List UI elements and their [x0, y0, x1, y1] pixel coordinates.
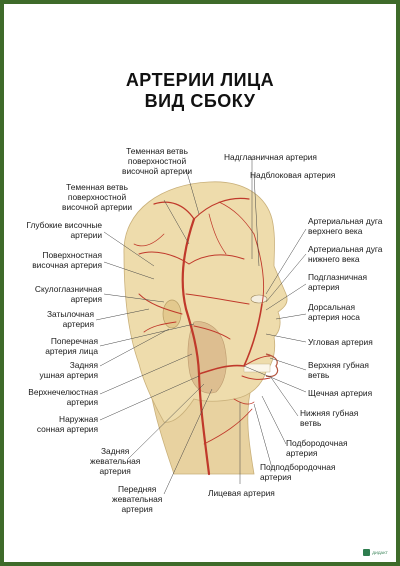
label-supratrochlear: Надблоковая артерия	[250, 170, 336, 180]
title-line-1: АРТЕРИИ ЛИЦА	[125, 70, 275, 90]
leader-lines	[95, 157, 307, 495]
title-line-2: ВИД СБОКУ	[144, 91, 256, 111]
label-facial: Лицевая артерия	[208, 488, 275, 498]
label-buccal: Щечная артерия	[308, 388, 373, 398]
logo-text: ДИДАКТ	[372, 549, 388, 555]
eye	[250, 294, 268, 304]
lips	[265, 353, 279, 377]
poster-title: АРТЕРИИ ЛИЦА ВИД СБОКУ	[4, 70, 396, 112]
label-angular: Угловая артерия	[308, 337, 373, 347]
label-supraorbital: Надглазничная артерия	[224, 152, 317, 162]
artery-network	[133, 197, 271, 476]
teeth	[243, 363, 271, 373]
logo-mark-icon	[363, 549, 371, 556]
head-illustration	[95, 157, 307, 495]
masseter-muscle	[187, 321, 227, 394]
publisher-logo: ДИДАКТ	[363, 549, 388, 556]
